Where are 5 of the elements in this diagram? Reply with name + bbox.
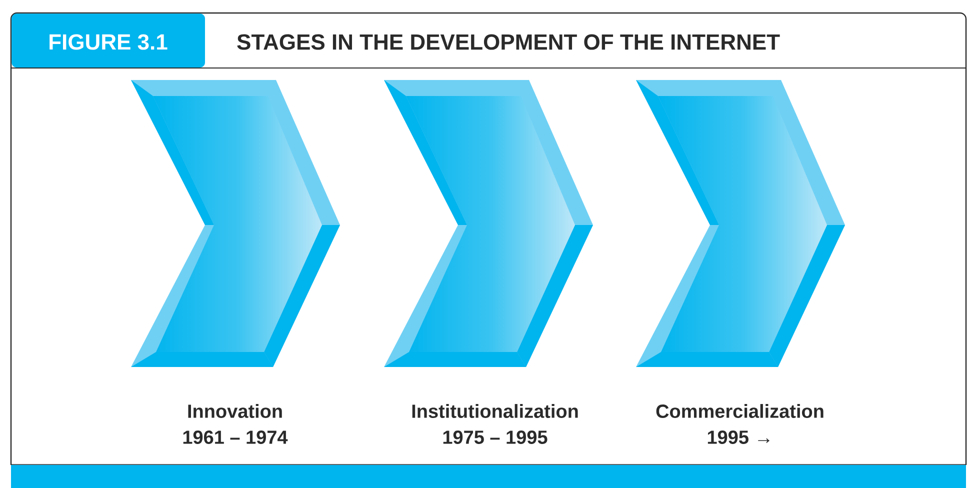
stage-label: Institutionalization 1975 – 1995: [412, 404, 578, 444]
stage-label: Innovation 1961 – 1974: [183, 404, 288, 444]
figure-number: FIGURE 3.1: [12, 14, 205, 68]
figure-title: STAGES IN THE DEVELOPMENT OF THE INTERNET: [237, 34, 780, 50]
stage-label: Commercialization 1995 →: [656, 404, 824, 444]
